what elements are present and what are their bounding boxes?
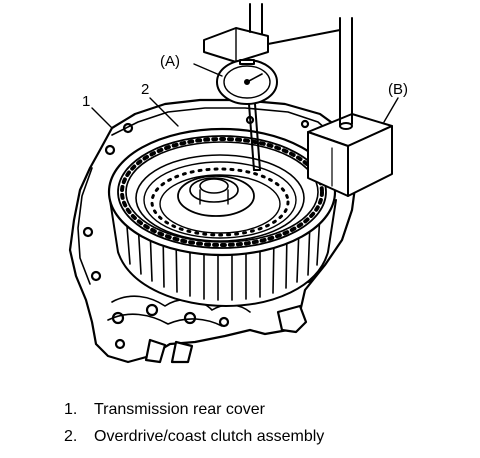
diagram-drawing <box>68 3 399 364</box>
gauge-holder <box>203 3 341 63</box>
leader-lines <box>91 63 399 129</box>
parts-legend: 1. Transmission rear cover 2. Overdrive/… <box>64 396 324 450</box>
legend-item: 1. Transmission rear cover <box>64 396 324 423</box>
dial-gauge <box>216 59 278 171</box>
clutch-measurement-diagram: (A) (B) 2 1 <box>68 3 408 364</box>
legend-item-number: 2. <box>64 427 78 445</box>
stand-rod <box>339 17 353 130</box>
legend-item-label: Overdrive/coast clutch assembly <box>94 427 325 445</box>
legend-item-number: 1. <box>64 400 78 418</box>
callout-magnetic-base: (B) <box>388 81 408 98</box>
magnetic-base <box>307 113 393 197</box>
callout-part-2: 2 <box>141 81 150 98</box>
legend-item: 2. Overdrive/coast clutch assembly <box>64 423 324 450</box>
callout-dial-gauge: (A) <box>160 53 180 70</box>
callout-part-1: 1 <box>82 93 91 110</box>
overdrive-coast-clutch-assembly <box>107 127 337 307</box>
legend-item-label: Transmission rear cover <box>94 400 266 418</box>
